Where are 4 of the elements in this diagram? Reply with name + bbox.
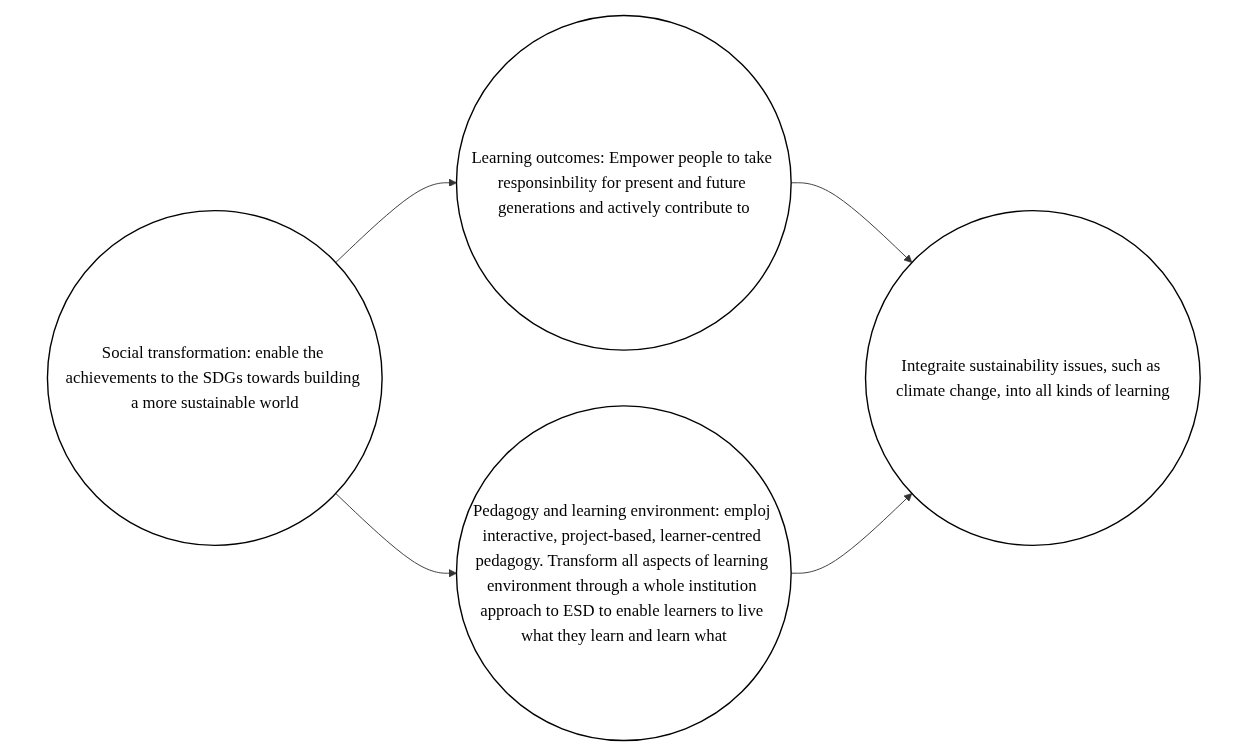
node-circle: Social transformation: enable the achievements to the SDGs towards building a more sustainable world [46,209,383,547]
node-circle: Pedagogy and learning environment: emploj interactive, project-based, learner-centred pedagogy. Transform all aspects of learning environment through a whole institution approach to ESD to enable learners to live what they learn and learn what [455,405,792,742]
node-circle: Learning outcomes: Empower people to take responsinbility for present and future generations and actively contribute to [455,14,792,351]
node-circle: Integraite sustainability issues, such as climate change, into all kinds of learning [864,209,1201,547]
